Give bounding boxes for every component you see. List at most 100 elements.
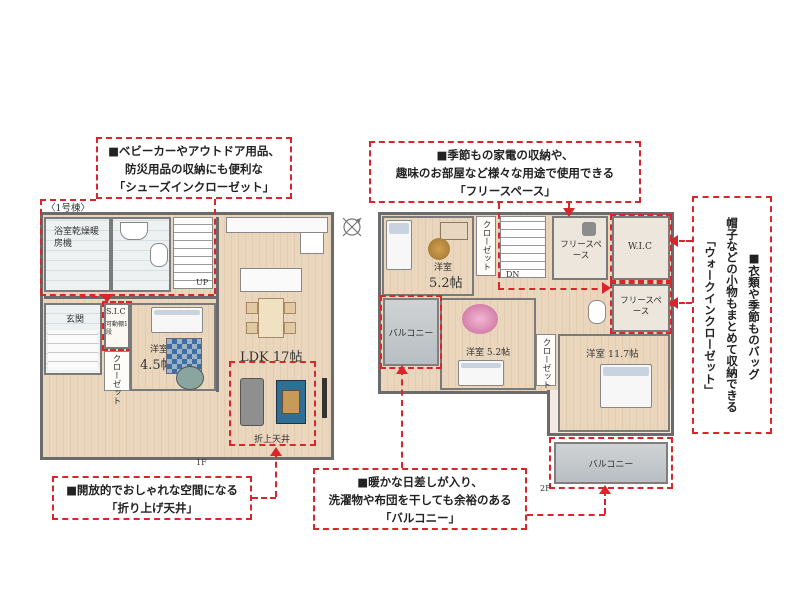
tv-icon: [322, 378, 327, 418]
leader-line: [527, 514, 605, 516]
free-space-1-label: フリースペース: [560, 240, 602, 262]
sic-shelf-label: 可動棚1段: [106, 321, 128, 336]
fridge-icon: [300, 232, 324, 254]
arrow-icon: [270, 447, 282, 456]
western-room-size: 4.5帖: [140, 358, 174, 373]
chair-icon: [284, 322, 296, 334]
bed-icon: [600, 364, 652, 408]
toilet-icon: [588, 300, 606, 324]
callout-free-space: ■季節もの家電の収納や、 趣味のお部屋など様々な用途で使用できる 「フリースペー…: [369, 141, 641, 203]
highlight-balcony-2: [549, 437, 673, 489]
leader-line: [498, 203, 500, 288]
callout-line: 趣味のお部屋など様々な用途で使用できる: [395, 166, 615, 180]
leader-line: [672, 240, 692, 242]
chair-icon: [284, 302, 296, 314]
chair-icon: [246, 302, 258, 314]
room1-size: 5.2帖: [429, 276, 463, 291]
leader-line: [252, 497, 276, 499]
callout-line: 「シューズインクローゼット」: [113, 180, 275, 194]
arrow-icon: [669, 297, 678, 309]
free-space-2-text: フリースペース: [620, 296, 662, 317]
balcony-1-label: バルコニー: [388, 328, 434, 339]
balcony-1: バルコニー: [383, 298, 439, 366]
balcony-2-label: バルコニー: [588, 459, 634, 470]
sofa-icon: [240, 378, 264, 426]
toilet-icon: [150, 243, 168, 267]
up-label: UP: [196, 278, 209, 287]
closet-lower-label: クローゼット: [541, 338, 551, 389]
free-space-2: [612, 284, 670, 332]
room3-label: 洋室 11.7帖: [586, 349, 639, 360]
callout-line: 「折り上げ天井」: [106, 501, 198, 515]
wall: [44, 296, 216, 299]
sic-label: S.I.C: [106, 307, 126, 316]
bed-icon: [386, 220, 412, 270]
highlight-wic: [610, 214, 672, 282]
callout-line: ■衣類や季節ものバッグ: [747, 250, 761, 380]
highlight-balcony-1: [380, 295, 442, 369]
callout-shoes-closet: ■ベビーカーやアウトドア用品、 防災用品の収納にも便利な 「シューズインクローゼ…: [96, 137, 292, 199]
closet-1f: [104, 351, 130, 391]
bathroom: [44, 217, 111, 292]
raised-ceiling-label: 折上天井: [254, 435, 291, 445]
building-label: 〈1号棟〉: [46, 203, 91, 214]
arrow-icon: [101, 294, 113, 303]
highlight-free-space-2: [610, 282, 672, 334]
floor-label-2f: 2F: [540, 484, 551, 493]
leader-line: [401, 369, 403, 468]
stairs-2f: [500, 216, 546, 278]
callout-line: 「フリースペース」: [454, 184, 556, 198]
shoes-in-closet: [104, 303, 130, 349]
armchair-icon: [176, 366, 204, 390]
kitchen-back-counter: [226, 217, 328, 233]
dining-table: [258, 298, 284, 338]
kitchen-counter: [240, 268, 302, 292]
arrow-icon: [396, 365, 408, 374]
leader-line: [604, 490, 606, 514]
callout-line: 防災用品の収納にも便利な: [125, 162, 263, 176]
bed-icon: [151, 307, 203, 333]
leader-line: [80, 296, 108, 298]
floor-label-1f: 1F: [196, 458, 207, 467]
bathroom-label: 浴室乾燥暖房機: [54, 226, 104, 250]
free-space-2-label: フリースペース: [620, 296, 662, 318]
callout-line: 洗濯物や布団を干しても余裕のある: [328, 493, 512, 507]
arrow-icon: [599, 485, 611, 494]
stairs-1f: [173, 217, 213, 289]
arrow-icon: [563, 208, 575, 217]
chair-icon: [582, 222, 596, 236]
leader-line: [40, 294, 214, 296]
leader-line: [40, 199, 42, 294]
highlight-raised-ceiling: [229, 361, 316, 446]
arrow-icon: [669, 235, 678, 247]
arrow-icon: [602, 282, 611, 294]
entrance-steps: [48, 330, 98, 370]
highlight-sic: [102, 301, 132, 351]
callout-line: 「バルコニー」: [379, 511, 461, 525]
free-space-1-text: フリースペース: [560, 240, 602, 261]
closet-1f-label: クローゼット: [111, 354, 121, 405]
coffee-table-icon: [282, 390, 300, 414]
callout-line: ■暖かな日差しが入り、: [357, 475, 483, 489]
leader-line: [498, 288, 608, 290]
callout-line: 帽子などの小物もまとめて収納できる: [725, 217, 739, 413]
room1-label: 洋室: [434, 263, 453, 273]
leader-line: [275, 452, 277, 497]
bath-text: 浴室乾燥暖房機: [54, 227, 100, 249]
walk-in-closet: [612, 216, 670, 280]
balcony-2: バルコニー: [554, 442, 668, 484]
callout-line: ■開放的でおしゃれな空間になる: [66, 483, 238, 497]
compass-icon: [342, 217, 362, 237]
rug-icon: [428, 238, 450, 260]
callout-walk-in-closet: ■衣類や季節ものバッグ 帽子などの小物もまとめて収納できる 「ウォークインクロー…: [692, 196, 772, 434]
chair-icon: [246, 322, 258, 334]
leader-line: [40, 199, 96, 201]
callout-line: ■季節もの家電の収納や、: [436, 148, 574, 162]
dn-label: DN: [506, 270, 520, 279]
leader-line: [672, 302, 692, 304]
wic-label: W.I.C: [628, 242, 652, 252]
washbasin-icon: [120, 222, 148, 240]
western-room-label: 洋室: [150, 345, 169, 355]
callout-line: ■ベビーカーやアウトドア用品、: [108, 144, 280, 158]
desk-icon: [440, 222, 468, 240]
